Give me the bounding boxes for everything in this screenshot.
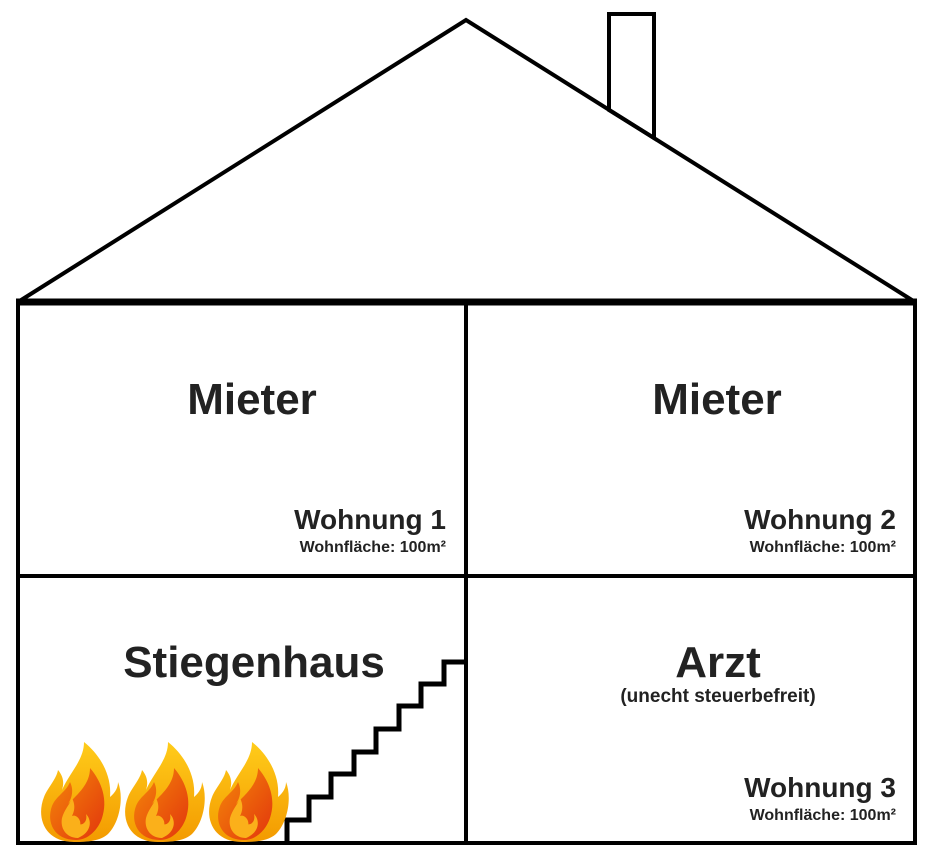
roof bbox=[16, 17, 917, 304]
unit-label-2: Wohnung 2 bbox=[744, 504, 896, 535]
chimney-icon bbox=[607, 12, 656, 142]
flame-icon bbox=[41, 742, 121, 842]
unit-label-1: Wohnung 1 bbox=[294, 504, 446, 535]
stairs-icon bbox=[284, 659, 466, 843]
flame-icon bbox=[209, 742, 289, 842]
unit-label-3: Wohnung 3 bbox=[744, 772, 896, 803]
room-title-doctor: Arzt bbox=[675, 638, 761, 687]
room-title-stairwell: Stiegenhaus bbox=[123, 638, 385, 687]
area-label-1: Wohnfläche: 100m² bbox=[300, 539, 446, 556]
area-label-2: Wohnfläche: 100m² bbox=[750, 539, 896, 556]
room-title-top-left: Mieter bbox=[187, 375, 317, 424]
area-label-3: Wohnfläche: 100m² bbox=[750, 807, 896, 824]
room-subtitle-doctor: (unecht steuerbefreit) bbox=[620, 686, 815, 707]
room-title-top-right: Mieter bbox=[652, 375, 782, 424]
flame-icon bbox=[125, 742, 205, 842]
